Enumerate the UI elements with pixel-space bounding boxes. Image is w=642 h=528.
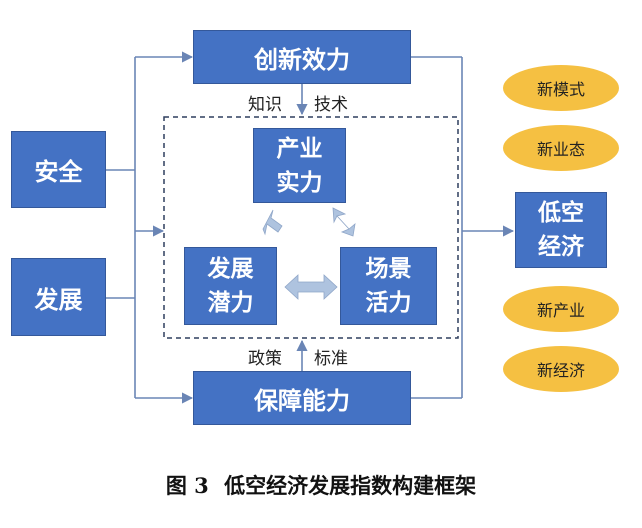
scene-vitality-line2: 活力 <box>365 290 412 316</box>
security-label: 安全 <box>34 158 83 186</box>
outcome-new-model-label: 新模式 <box>536 80 585 99</box>
development-box: 发展 <box>11 258 106 336</box>
outcome-new-model: 新模式 <box>503 65 619 111</box>
outcome-new-economy: 新经济 <box>503 346 619 392</box>
edge-label-standard: 标准 <box>314 349 348 369</box>
guarantee-box: 保障能力 <box>193 371 411 425</box>
industry-strength-line2: 实力 <box>276 169 323 196</box>
dev-potential-box: 发展 潜力 <box>184 247 277 325</box>
low-altitude-line1: 低空 <box>538 200 584 226</box>
edge-label-technology: 技术 <box>314 95 348 115</box>
figure-title: 低空经济发展指数构建框架 <box>224 473 477 498</box>
core-dashed-frame <box>163 116 459 339</box>
industry-strength-line1: 产业 <box>276 135 323 162</box>
outcome-new-format: 新业态 <box>503 125 619 171</box>
outcome-new-format-label: 新业态 <box>536 140 585 159</box>
innovation-label: 创新效力 <box>254 45 350 74</box>
scene-vitality-line1: 场景 <box>365 256 412 282</box>
development-label: 发展 <box>34 285 83 314</box>
industry-strength-box: 产业 实力 <box>253 128 346 203</box>
dev-potential-line1: 发展 <box>207 256 254 282</box>
guarantee-label: 保障能力 <box>254 386 350 415</box>
low-altitude-economy-box: 低空 经济 <box>515 192 607 268</box>
double-arrow-left-link <box>262 209 283 236</box>
figure-number: 图 3 <box>165 473 209 498</box>
edge-label-policy: 政策 <box>248 349 282 369</box>
dev-potential-line2: 潜力 <box>207 290 254 316</box>
outcome-new-industry-label: 新产业 <box>536 301 585 320</box>
outcome-new-economy-label: 新经济 <box>536 361 585 380</box>
security-box: 安全 <box>11 131 106 208</box>
edge-label-knowledge: 知识 <box>248 95 282 115</box>
low-altitude-line2: 经济 <box>538 234 584 260</box>
outcome-new-industry: 新产业 <box>503 286 619 332</box>
scene-vitality-box: 场景 活力 <box>340 247 437 325</box>
innovation-box: 创新效力 <box>193 30 411 84</box>
figure-caption: 图 3 低空经济发展指数构建框架 <box>0 470 642 500</box>
double-arrow-right-link <box>332 207 356 237</box>
double-arrow-bottom-link <box>284 274 338 300</box>
